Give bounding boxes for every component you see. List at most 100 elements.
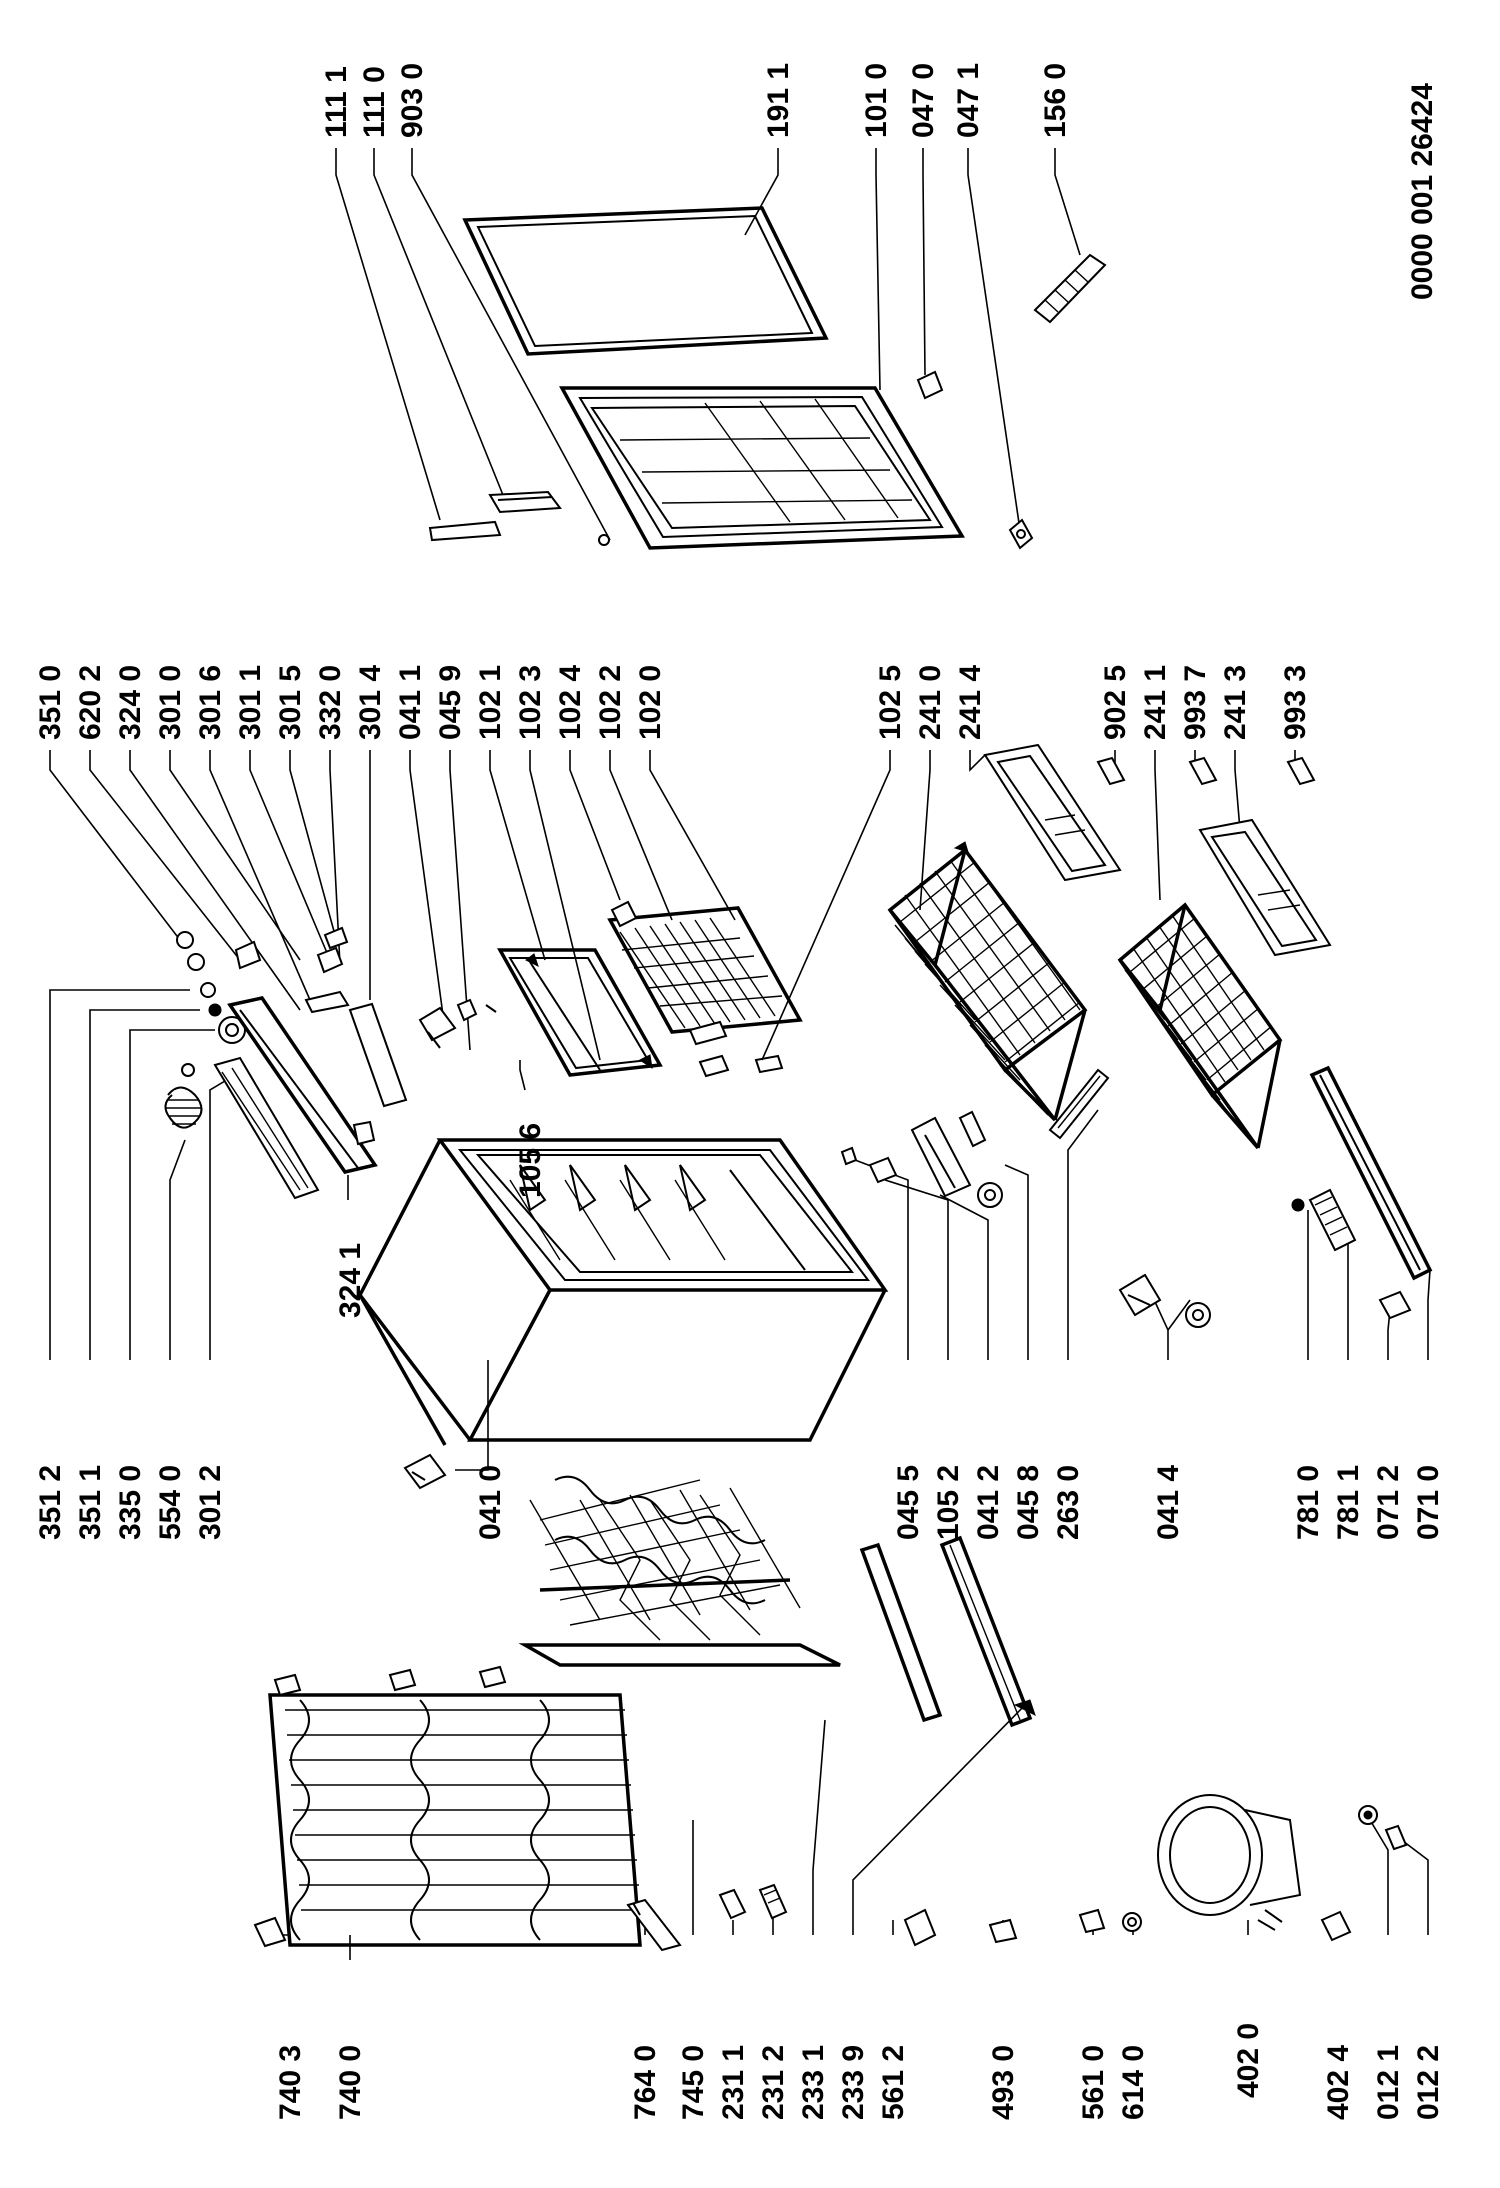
rail-233-1: [859, 1542, 943, 1723]
label-332-0: 332 0: [314, 665, 347, 740]
part-493-0: [988, 1918, 1018, 1944]
label-740-3: 740 3: [274, 2045, 307, 2120]
label-301-0: 301 0: [154, 665, 187, 740]
part-561-0: [1078, 1908, 1106, 1934]
door-group: 111 1 111 0 903 0 191 1 101 0 047 0 047 …: [320, 63, 1107, 550]
label-781-1: 781 1: [1332, 1465, 1365, 1540]
label-102-5: 102 5: [874, 665, 907, 740]
condenser-740-0: [268, 1665, 642, 1947]
label-045-8: 045 8: [1012, 1465, 1045, 1540]
label-071-2: 071 2: [1372, 1465, 1405, 1540]
label-231-1: 231 1: [717, 2045, 750, 2120]
label-101-0: 101 0: [860, 63, 893, 138]
label-263-0: 263 0: [1052, 1465, 1085, 1540]
label-561-2: 561 2: [877, 2045, 910, 2120]
cap-781-0: [1291, 1198, 1305, 1212]
label-614-0: 614 0: [1117, 2045, 1150, 2120]
label-047-0: 047 0: [907, 63, 940, 138]
plinth-071-0: [1309, 1065, 1433, 1281]
label-745-0: 745 0: [677, 2045, 710, 2120]
basket-labels: 102 5 241 0 241 4 902 5 241 1 993 7 241 …: [874, 665, 1312, 740]
label-301-6: 301 6: [194, 665, 227, 740]
label-233-9: 233 9: [837, 2045, 870, 2120]
hardware-group: 045 5 105 2 041 2 045 8 263 0 041 4 781 …: [840, 1065, 1445, 1540]
drawer-frame-102-1: [497, 948, 663, 1077]
label-102-2: 102 2: [594, 665, 627, 740]
control-knobs: [176, 926, 349, 1044]
label-902-5: 902 5: [1099, 665, 1132, 740]
label-241-4: 241 4: [954, 665, 987, 740]
label-402-0: 402 0: [1232, 2023, 1265, 2098]
label-111-1: 111 1: [320, 66, 353, 138]
hinge-041-0: [403, 1453, 447, 1490]
label-351-1: 351 1: [74, 1465, 107, 1540]
part-561-2: [903, 1908, 937, 1947]
drawer-stop-102-2: [698, 1054, 730, 1078]
label-strip-902-5: [1096, 756, 1126, 786]
label-156-0: 156 0: [1039, 63, 1072, 138]
label-301-1: 301 1: [234, 665, 267, 740]
ice-tray-156-0: [1033, 253, 1107, 324]
label-041-2: 041 2: [972, 1465, 1005, 1540]
drawer-102-0: [607, 900, 803, 1034]
hinge-041-4: [1118, 1273, 1211, 1328]
baskets-group: 102 5 241 0 241 4 902 5 241 1 993 7 241 …: [761, 665, 1332, 1150]
part-231-2: [758, 1883, 788, 1920]
label-045-5: 045 5: [892, 1465, 925, 1540]
label-241-0: 241 0: [914, 665, 947, 740]
document-code: 0000 001 26424: [1406, 83, 1439, 300]
label-012-1: 012 1: [1372, 2045, 1405, 2120]
hardware-labels: 045 5 105 2 041 2 045 8 263 0 041 4 781 …: [892, 1465, 1445, 1540]
bracket-740-3: [253, 1916, 287, 1948]
label-041-0: 041 0: [474, 1465, 507, 1540]
thermostat-554-0: [164, 1063, 203, 1129]
label-351-2: 351 2: [34, 1465, 67, 1540]
label-764-0: 764 0: [629, 2045, 662, 2120]
label-191-1: 191 1: [762, 63, 795, 138]
clip-041-1: [418, 1006, 457, 1049]
label-903-0: 903 0: [396, 63, 429, 138]
label-301-4: 301 4: [354, 665, 387, 740]
label-047-1: 047 1: [952, 63, 985, 138]
label-231-2: 231 2: [757, 2045, 790, 2120]
label-071-0: 071 0: [1412, 1465, 1445, 1540]
label-041-4: 041 4: [1152, 1465, 1185, 1540]
label-301-5: 301 5: [274, 665, 307, 740]
hinge-041-2: [910, 1116, 1003, 1208]
compressor-402-0: [1157, 1794, 1302, 1931]
plinth-part-071-2: [1378, 1290, 1412, 1320]
evaporator-shelves-745-0: [518, 1475, 841, 1667]
bolt-045-9: [456, 998, 497, 1022]
label-241-3: 241 3: [1219, 665, 1252, 740]
door-hinge-cover-111-1: [428, 520, 502, 542]
label-351-0: 351 0: [34, 665, 67, 740]
label-493-0: 493 0: [987, 2045, 1020, 2120]
label-993-7: 993 7: [1179, 665, 1212, 740]
control-group: 351 0 620 2 324 0 301 0 301 6 301 1 301 …: [34, 665, 803, 1540]
label-620-2: 620 2: [74, 665, 107, 740]
label-335-0: 335 0: [114, 1465, 147, 1540]
label-105-2: 105 2: [932, 1465, 965, 1540]
door-stop-047-0: [916, 370, 944, 400]
label-324-0: 324 0: [114, 665, 147, 740]
drier-764-0: [626, 1898, 682, 1952]
label-045-9: 045 9: [434, 665, 467, 740]
door-labels: 111 1 111 0 903 0 191 1 101 0 047 0 047 …: [320, 63, 1072, 138]
basket-front-241-3: [1198, 818, 1332, 957]
cabinet-body: [358, 1138, 889, 1446]
label-561-0: 561 0: [1077, 2045, 1110, 2120]
vent-781-1: [1308, 1188, 1357, 1252]
label-111-0: 111 0: [358, 66, 391, 138]
door-handle-111-0: [488, 490, 562, 514]
label-102-4: 102 4: [554, 665, 587, 740]
control-labels-top: 351 0 620 2 324 0 301 0 301 6 301 1 301 …: [34, 665, 667, 740]
label-105-6: 105 6: [514, 1123, 547, 1198]
bracket-105-2: [868, 1156, 898, 1184]
door-bearing-047-1: [1008, 518, 1034, 550]
label-241-1: 241 1: [1139, 665, 1172, 740]
part-231-1: [718, 1888, 747, 1920]
label-041-1: 041 1: [394, 665, 427, 740]
drawer-handle-102-3: [688, 1020, 728, 1046]
part-614-0: [1122, 1912, 1142, 1932]
